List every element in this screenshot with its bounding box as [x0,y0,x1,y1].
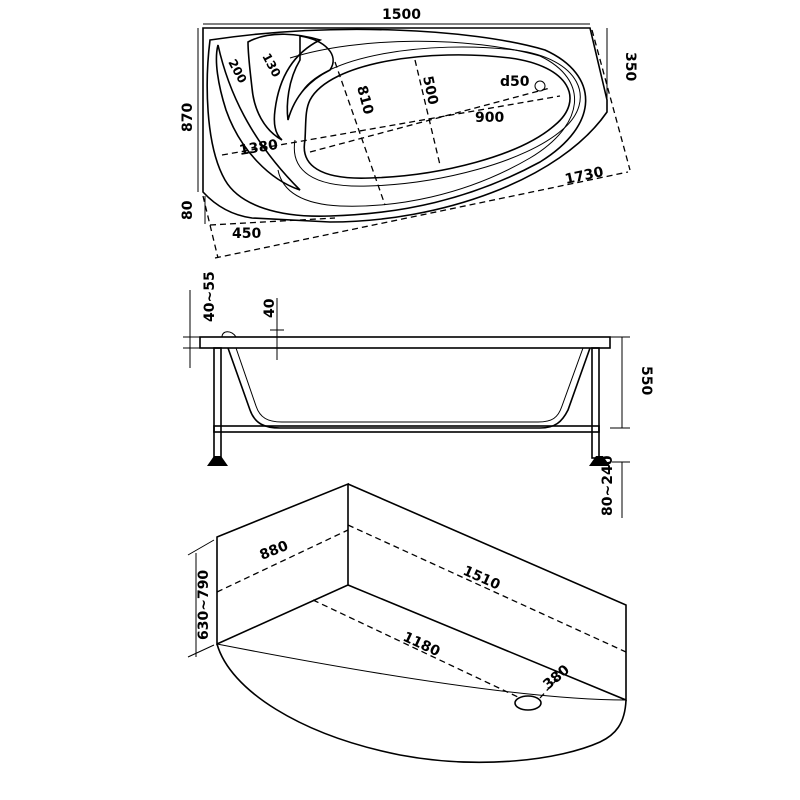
persp-front-length-label: 1180 [400,629,442,660]
top-dim-500 [414,59,441,166]
side-leg-left [213,347,222,459]
top-inner-depth-label: 500 [419,75,441,107]
top-headrest-wing-right [286,35,334,121]
persp-apron [216,643,627,764]
top-edge-offset-label: 80 [180,200,196,220]
top-height-label: 870 [180,103,196,132]
top-dim-810 [334,61,386,206]
top-dim-front-ext [202,195,219,259]
top-bowl-width-label: 810 [353,84,376,117]
top-drain [534,80,546,92]
side-view: 40~55 40 550 80~240 [183,271,654,518]
top-dim-1380 [221,95,561,156]
top-dim-1730-ext [591,29,631,171]
side-foot-right [589,456,610,466]
top-headrest-b-label: 130 [259,51,283,80]
top-dim-900 [309,87,551,153]
top-front-offset-label: 450 [232,226,261,242]
top-shell-curve [206,28,587,218]
top-view: 1500 870 350 810 500 d50 900 1380 1730 8… [180,7,638,259]
persp-drain [514,695,542,711]
top-corner-label: 350 [622,52,638,81]
persp-height-label: 630~790 [196,570,212,640]
top-dim-1730 [214,171,629,259]
top-width-label: 1500 [382,7,421,23]
top-dim-450 [209,217,336,226]
side-rim-label: 40~55 [202,271,218,322]
top-headrest-wing-mid [247,33,323,141]
persp-back-wall [347,483,627,702]
side-dim-rim-ticks [183,336,200,349]
top-drain-label: d50 [500,74,530,90]
persp-dim-height-ticks [187,539,215,658]
persp-dim-1180 [312,599,521,699]
top-bowl [303,54,571,179]
top-headrest-wing-left [215,44,301,191]
persp-back-length-label: 1510 [460,563,502,594]
side-frame-bar [213,425,600,433]
side-dim-depth-ticks [610,336,630,429]
side-foot-left [207,456,228,466]
persp-apron-top [216,643,627,701]
top-bowl-rim [293,46,581,187]
persp-dim-1510 [347,524,627,653]
side-depth-label: 550 [638,366,654,395]
persp-left-wall [216,482,349,646]
persp-dim-880 [216,529,349,593]
side-tub-inner [235,347,584,423]
perspective-view: 880 630~790 1510 1180 380 [187,482,627,764]
top-diag-length-label: 1380 [238,137,279,159]
side-legs-label: 80~240 [600,455,616,516]
side-leg-right [591,347,600,459]
top-outer-outline [202,27,608,223]
side-tub-body [227,347,591,429]
top-inner-length-label: 900 [475,110,504,126]
side-rim-lip [221,331,237,338]
side-rim [199,336,611,349]
side-rim-inner-label: 40 [262,298,278,318]
top-shell-inner [277,40,576,207]
top-outer-diag-label: 1730 [564,164,606,188]
persp-dim-380 [539,675,561,699]
